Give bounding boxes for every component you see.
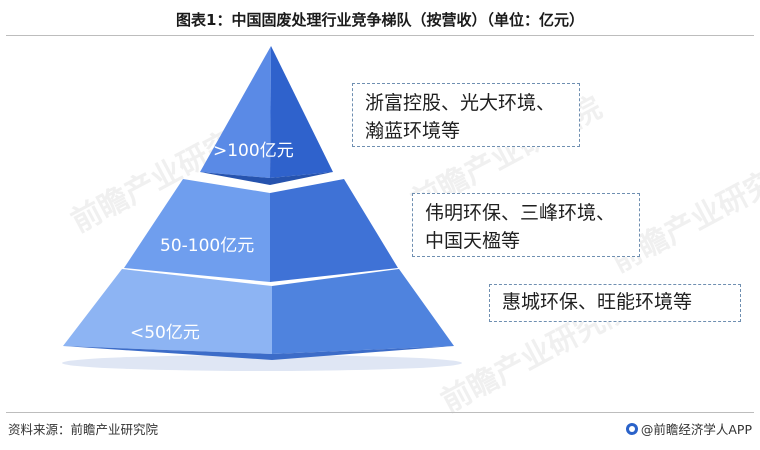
pyramid-shadow bbox=[62, 355, 462, 371]
tier-top bbox=[200, 46, 333, 185]
chart-title: 图表1：中国固废处理行业竞争梯队（按营收）（单位：亿元） bbox=[176, 11, 584, 29]
company-line: 伟明环保、三峰环境、 bbox=[425, 202, 616, 224]
tier-top-companies-box: 浙富控股、光大环境、 瀚蓝环境等 bbox=[352, 83, 580, 147]
company-line: 浙富控股、光大环境、 bbox=[365, 92, 556, 114]
tier-label-top: >100亿元 bbox=[213, 141, 294, 161]
brand-credit-text: @前瞻经济学人APP bbox=[640, 422, 752, 437]
tier-bottom-companies-box: 惠城环保、旺能环境等 bbox=[489, 284, 741, 322]
brand-credit: @前瞻经济学人APP bbox=[625, 419, 752, 438]
company-line: 中国天楹等 bbox=[425, 230, 521, 252]
footer-divider bbox=[6, 412, 754, 413]
tier-label-bottom: <50亿元 bbox=[130, 323, 200, 343]
tier-bottom bbox=[63, 269, 454, 360]
source-note: 资料来源：前瞻产业研究院 bbox=[8, 422, 159, 437]
brand-logo-icon bbox=[625, 422, 638, 435]
title-divider bbox=[6, 35, 754, 36]
company-line: 惠城环保、旺能环境等 bbox=[502, 291, 693, 313]
tier-label-middle: 50-100亿元 bbox=[160, 236, 255, 256]
tier-middle-companies-box: 伟明环保、三峰环境、 中国天楹等 bbox=[412, 193, 640, 257]
company-line: 瀚蓝环境等 bbox=[365, 120, 461, 142]
tier-middle bbox=[124, 179, 398, 282]
